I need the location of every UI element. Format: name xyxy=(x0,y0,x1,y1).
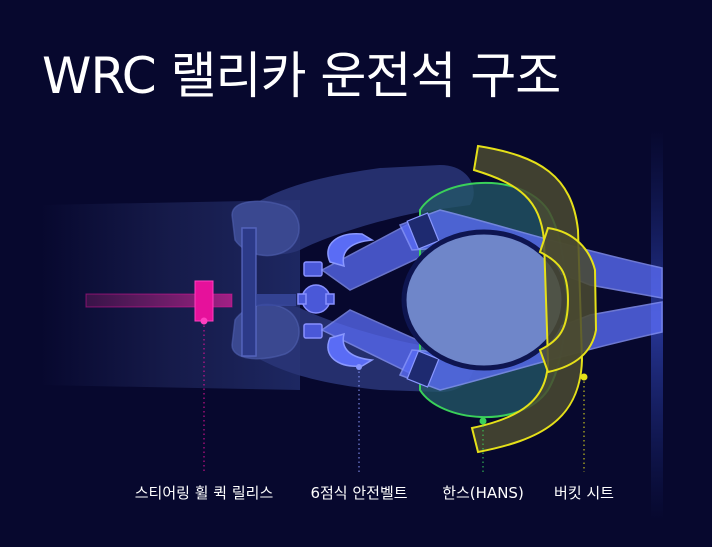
belt-curl-upper xyxy=(327,233,375,268)
label-hans: 한스(HANS) xyxy=(442,484,524,502)
bucket-seat-inner xyxy=(538,226,598,374)
steering-wheel-rim xyxy=(241,227,257,357)
belt-adjusters xyxy=(406,212,440,388)
label-steering-quick-release: 스티어링 휠 퀵 릴리스 xyxy=(134,484,274,502)
bucket-seat-outer xyxy=(470,144,584,454)
hans-marker-dot xyxy=(479,417,487,425)
page-title: WRC 랠리카 운전석 구조 xyxy=(42,47,561,105)
steering-column xyxy=(256,294,296,306)
belt-marker-dot xyxy=(356,364,362,370)
seat-marker-dot xyxy=(580,373,588,381)
driver-arm-upper xyxy=(245,165,474,255)
quick-release-hub xyxy=(194,280,214,322)
label-six-point-belt: 6점식 안전벨트 xyxy=(310,484,408,502)
belt-curl-lower xyxy=(327,332,375,367)
label-bucket-seat: 버킷 시트 xyxy=(554,484,614,502)
belt-buckle xyxy=(297,261,335,339)
steering-marker-dot xyxy=(200,317,208,325)
